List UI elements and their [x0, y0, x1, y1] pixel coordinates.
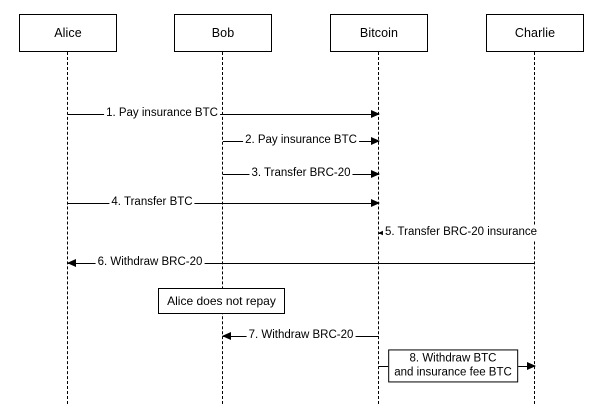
arrowhead-right-icon [371, 136, 380, 145]
participant-bob[interactable]: Bob [174, 14, 272, 52]
lifeline-alice [67, 52, 69, 404]
participant-alice[interactable]: Alice [19, 14, 117, 52]
participant-label-bob: Bob [211, 25, 235, 40]
note-label-alice-does-not-repay: Alice does not repay [167, 294, 276, 308]
message-label-3: 3. Transfer BRC-20 [249, 167, 353, 181]
arrowhead-left-icon [378, 228, 387, 237]
message-label-1: 1. Pay insurance BTC [104, 107, 220, 121]
lifeline-bob [222, 52, 224, 404]
participant-label-alice: Alice [54, 25, 82, 40]
message-label-line: 8. Withdraw BTC [409, 352, 497, 365]
message-line-6 [68, 263, 535, 264]
message-label-5: 5. Transfer BRC-20 insurance [382, 226, 540, 240]
participant-label-charlie: Charlie [514, 25, 556, 40]
note-alice-does-not-repay: Alice does not repay [158, 288, 285, 314]
message-label-4: 4. Transfer BTC [109, 196, 195, 210]
arrowhead-right-icon [371, 198, 380, 207]
message-label-2: 2. Pay insurance BTC [243, 134, 359, 148]
arrowhead-left-icon [222, 331, 231, 340]
message-label-line: and insurance fee BTC [394, 366, 512, 378]
arrowhead-right-icon [371, 169, 380, 178]
message-line-1 [68, 114, 379, 115]
message-line-4 [68, 203, 379, 204]
message-label-7: 7. Withdraw BRC-20 [246, 329, 356, 343]
participant-bitcoin[interactable]: Bitcoin [330, 14, 428, 52]
arrowhead-left-icon [67, 258, 76, 267]
arrowhead-right-icon [371, 109, 380, 118]
message-label-6: 6. Withdraw BRC-20 [95, 256, 205, 270]
participant-charlie[interactable]: Charlie [486, 14, 584, 52]
lifeline-bitcoin [378, 52, 380, 404]
participant-label-bitcoin: Bitcoin [359, 25, 399, 40]
arrowhead-right-icon [527, 361, 536, 370]
